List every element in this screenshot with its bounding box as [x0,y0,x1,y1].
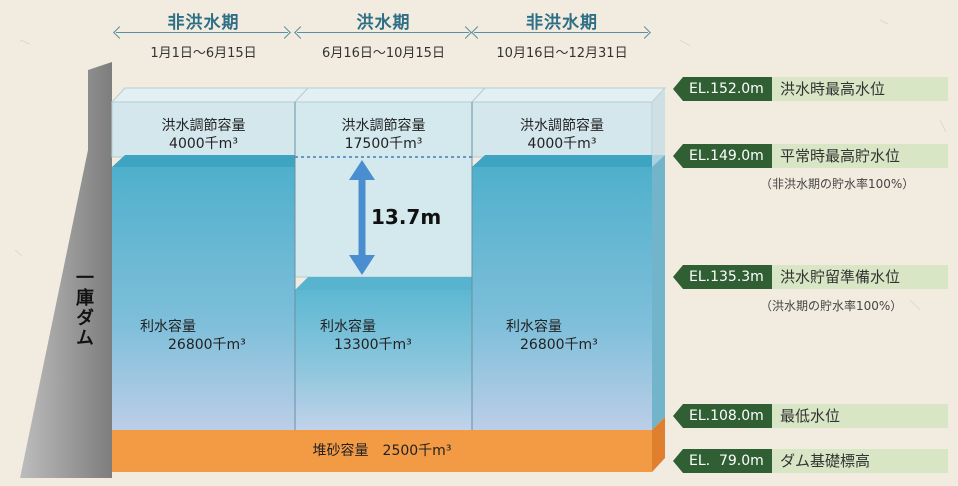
period-dates: 6月16日～10月15日 [322,46,445,61]
flood-capacity-label: 洪水調節容量 4000千m³ [112,117,295,153]
water-use-name: 利水容量 [320,319,376,335]
sediment-block [112,417,665,472]
elevation-value: EL.149.0m [673,144,783,168]
period-dates: 1月1日～6月15日 [150,46,257,61]
water-use-value: 26800千m³ [520,337,598,353]
sediment-capacity-label: 堆砂容量 2500千m³ [312,443,452,459]
flood-capacity-value: 17500千m³ [344,136,423,152]
water-use-capacity-label: 利水容量 26800千m³ [140,318,260,354]
period-arrow [116,32,288,33]
elevation-value: EL. 79.0m [673,449,783,473]
flood-capacity-name: 洪水調節容量 [161,118,246,134]
elevation-note: （洪水期の貯水率100%） [760,299,903,313]
elevation-value: EL.152.0m [673,77,783,101]
flood-capacity-value: 4000千m³ [527,136,597,152]
dam-wall [20,62,112,478]
period-title: 非洪水期 [167,13,240,33]
tank-middle [293,87,487,430]
flood-capacity-label: 洪水調節容量 17500千m³ [295,117,472,153]
water-use-capacity-label: 利水容量 13300千m³ [320,318,450,354]
flood-capacity-name: 洪水調節容量 [520,118,604,134]
flood-capacity-value: 4000千m³ [169,136,238,152]
period-arrow [474,32,648,33]
depth-difference-label: 13.7m [371,205,442,229]
elevation-name: 洪水時最高水位 [772,77,948,101]
period-arrow [297,32,469,33]
period-dates: 10月16日～12月31日 [496,46,628,61]
elevation-value: EL.135.3m [673,265,783,289]
water-use-name: 利水容量 [140,319,196,335]
elevation-value: EL.108.0m [673,404,783,428]
water-use-value: 26800千m³ [168,337,246,353]
period-title: 洪水期 [356,13,411,33]
elevation-name: 洪水貯留準備水位 [772,265,948,289]
elevation-note: （非洪水期の貯水率100%） [760,177,915,191]
water-use-capacity-label: 利水容量 26800千m³ [506,318,636,354]
water-use-value: 13300千m³ [334,337,412,353]
water-use-name: 利水容量 [506,319,562,335]
flood-capacity-name: 洪水調節容量 [341,118,426,134]
period-title: 非洪水期 [526,13,598,33]
elevation-name: ダム基礎標高 [772,449,948,473]
elevation-name: 最低水位 [772,404,948,428]
flood-capacity-label: 洪水調節容量 4000千m³ [472,117,652,153]
dam-name-label: 一庫ダム [73,268,94,348]
elevation-name: 平常時最高貯水位 [772,144,948,168]
tank-right [470,87,667,430]
